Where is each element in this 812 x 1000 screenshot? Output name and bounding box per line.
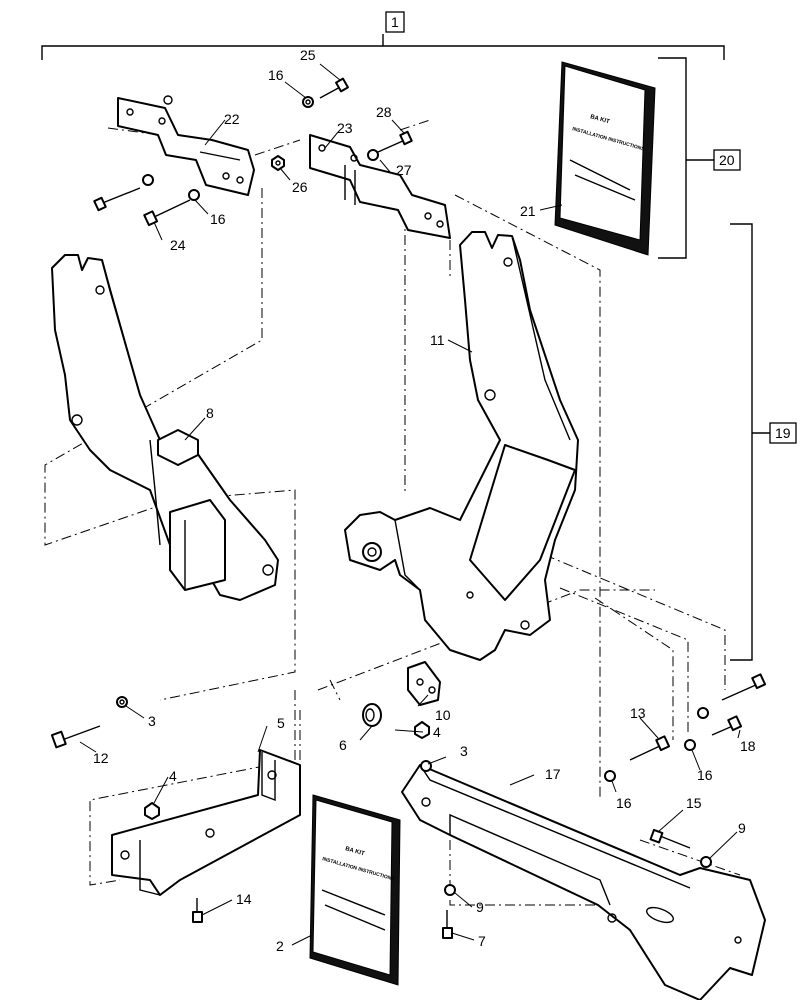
- callout-16-left: 16: [210, 211, 226, 227]
- part-8-left-frame: [51, 254, 279, 601]
- bolt-upper-right: [697, 673, 767, 719]
- bolt-14: [192, 898, 203, 923]
- part-6-spacer: [362, 703, 382, 727]
- bolt-15: [649, 828, 691, 849]
- callout-22: 22: [224, 111, 240, 127]
- callout-28: 28: [376, 104, 392, 120]
- alignment-lines: [44, 119, 741, 930]
- bolt-7: [442, 910, 453, 939]
- callout-25: 25: [300, 47, 316, 63]
- callout-18: 18: [740, 738, 756, 754]
- callout-4-left: 4: [169, 768, 177, 784]
- part-5-bracket: [111, 749, 301, 896]
- bolt-12: [50, 725, 101, 749]
- callout-3-left: 3: [148, 713, 156, 729]
- callout-14: 14: [236, 891, 252, 907]
- callout-12: 12: [93, 750, 109, 766]
- part-2-instruction-book: BA KIT INSTALLATION INSTRUCTIONS: [309, 794, 401, 986]
- callout-6: 6: [339, 737, 347, 753]
- bolt-28: [367, 130, 413, 161]
- part-10-block: [407, 661, 441, 706]
- callout-16-lower: 16: [616, 795, 632, 811]
- callout-26: 26: [292, 179, 308, 195]
- callout-8: 8: [206, 405, 214, 421]
- callout-9-lower: 9: [476, 899, 484, 915]
- callout-5: 5: [277, 715, 285, 731]
- washer-9-lower: [444, 884, 456, 896]
- callout-2: 2: [276, 938, 284, 954]
- callout-15: 15: [686, 795, 702, 811]
- callout-13: 13: [630, 705, 646, 721]
- bolt-18: [711, 715, 743, 736]
- washer-16-right: [604, 739, 696, 782]
- nut-26: [271, 155, 285, 171]
- leader-lines: [79, 63, 741, 946]
- book-upper-line1: BA KIT: [589, 114, 610, 125]
- callout-9-right: 9: [738, 820, 746, 836]
- part-23-plate: [309, 134, 451, 239]
- part-22-plate: [117, 97, 255, 196]
- part-11-right-frame: [344, 231, 579, 661]
- callout-10: 10: [435, 707, 451, 723]
- book-lower-line1: BA KIT: [344, 846, 365, 857]
- callouts: 1 20 19 25 16 28 22 23 27 26 16 24 21 8 …: [93, 11, 797, 954]
- nut-4-left: [144, 802, 160, 820]
- washer-3-left: [116, 696, 128, 708]
- nut-4-right: [414, 721, 430, 739]
- bolt-25: [302, 77, 349, 108]
- callout-17: 17: [545, 766, 561, 782]
- bolt-13: [629, 735, 671, 761]
- bolt-upper-left: [93, 95, 173, 212]
- callout-7: 7: [478, 933, 486, 949]
- frame-bracket: [730, 223, 770, 661]
- callout-23: 23: [337, 120, 353, 136]
- callout-27: 27: [396, 162, 412, 178]
- callout-11: 11: [430, 332, 445, 348]
- callout-20: 20: [719, 152, 735, 168]
- washer-9-right: [700, 856, 712, 868]
- kit-bracket: [41, 34, 725, 60]
- callout-16-right: 16: [697, 767, 713, 783]
- bolt-24: [143, 189, 200, 227]
- callout-3-right: 3: [460, 743, 468, 759]
- washer-3-right: [420, 760, 432, 772]
- part-17-rail: [401, 764, 766, 1000]
- callout-4-right: 4: [433, 724, 441, 740]
- manual-bracket: [658, 57, 714, 259]
- callout-19: 19: [775, 425, 791, 441]
- callout-1: 1: [391, 14, 399, 30]
- callout-21: 21: [520, 203, 536, 219]
- part-21-instruction-book: BA KIT INSTALLATION INSTRUCTIONS: [554, 61, 656, 256]
- callout-16-top: 16: [268, 67, 284, 83]
- callout-24: 24: [170, 237, 186, 253]
